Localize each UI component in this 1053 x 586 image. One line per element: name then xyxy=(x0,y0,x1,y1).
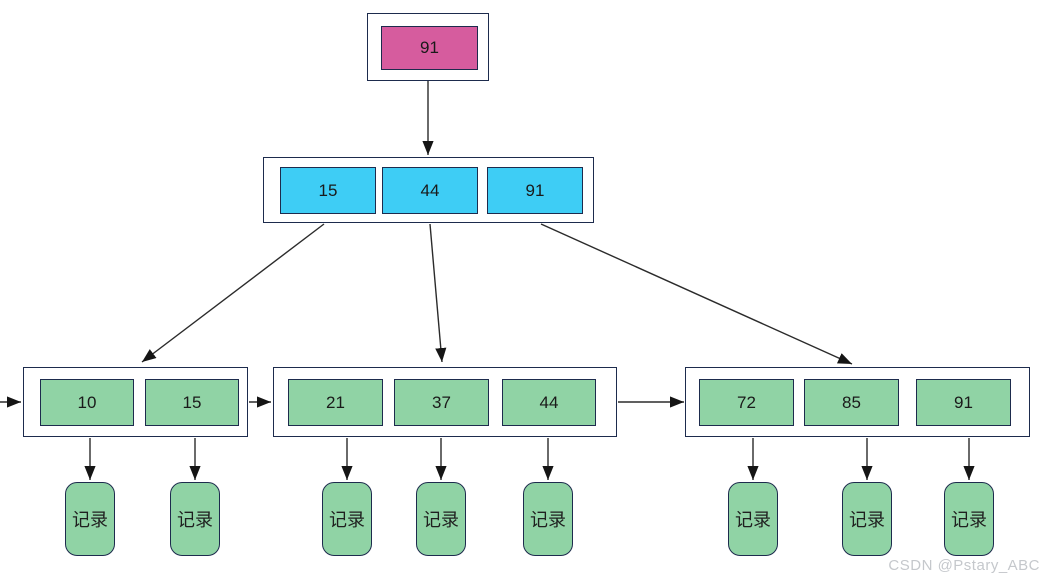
internal-key-15: 15 xyxy=(280,167,376,214)
csdn-watermark: CSDN @Pstary_ABC xyxy=(888,557,1040,574)
leaf-node-0: 10 15 xyxy=(23,367,248,437)
leaf-key-10: 10 xyxy=(40,379,134,426)
leaf-key-37: 37 xyxy=(394,379,489,426)
leaf-key-85: 85 xyxy=(804,379,899,426)
record-box: 记录 xyxy=(170,482,220,556)
record-box: 记录 xyxy=(416,482,466,556)
internal-node: 15 44 91 xyxy=(263,157,594,223)
arrow-internal-to-leaf-2 xyxy=(540,223,853,365)
internal-key-44: 44 xyxy=(382,167,478,214)
root-node: 91 xyxy=(367,13,489,81)
root-key: 91 xyxy=(381,26,478,70)
arrow-internal-to-leaf-1 xyxy=(429,223,447,363)
leaf-key-44: 44 xyxy=(502,379,596,426)
arrow-internal-to-leaf-0 xyxy=(141,223,325,363)
leaf-key-91: 91 xyxy=(916,379,1011,426)
record-box: 记录 xyxy=(842,482,892,556)
record-box: 记录 xyxy=(65,482,115,556)
internal-key-91: 91 xyxy=(487,167,583,214)
leaf-key-15: 15 xyxy=(145,379,239,426)
record-box: 记录 xyxy=(944,482,994,556)
record-box: 记录 xyxy=(523,482,573,556)
record-box: 记录 xyxy=(728,482,778,556)
record-box: 记录 xyxy=(322,482,372,556)
leaf-node-1: 21 37 44 xyxy=(273,367,617,437)
leaf-key-72: 72 xyxy=(699,379,794,426)
leaf-key-21: 21 xyxy=(288,379,383,426)
leaf-node-2: 72 85 91 xyxy=(685,367,1030,437)
